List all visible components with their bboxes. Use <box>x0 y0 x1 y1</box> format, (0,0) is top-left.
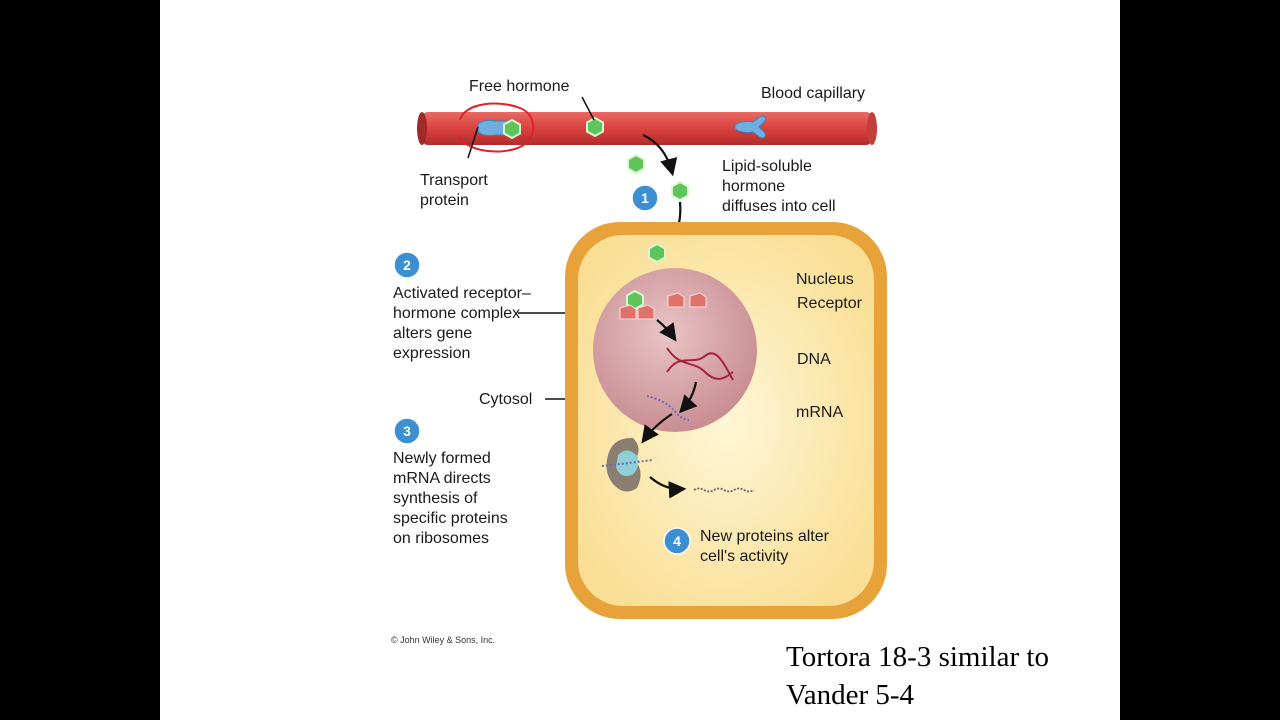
step-4: 4 <box>663 527 691 555</box>
arrow-to-protein <box>649 476 687 499</box>
newly-formed-label: Newly formed mRNA directs synthesis of s… <box>393 450 508 547</box>
transport-protein-label: Transport protein <box>420 172 488 209</box>
dna-helix <box>666 347 734 381</box>
svg-text:2: 2 <box>403 257 411 273</box>
svg-text:4: 4 <box>673 533 681 549</box>
copyright-text: © John Wiley & Sons, Inc. <box>391 635 496 645</box>
arrow-to-ribosome <box>641 413 673 444</box>
step-2: 2 <box>393 251 421 279</box>
arrow-to-dna <box>656 319 677 342</box>
hormone-molecule <box>648 242 666 264</box>
free-hormone-molecule <box>586 116 604 138</box>
dna-label: DNA <box>797 351 831 368</box>
hormone-molecule <box>503 118 521 140</box>
arrow-diffusion-1 <box>642 133 678 177</box>
free-hormone-label: Free hormone <box>469 78 570 95</box>
lipid-soluble-label: Lipid-soluble hormone diffuses into cell <box>722 158 836 215</box>
hormone-molecule <box>671 180 689 202</box>
nucleus <box>593 268 757 432</box>
transport-protein-bound <box>477 118 521 140</box>
receptor <box>667 292 707 308</box>
slide: 1 2 3 4 Free hormone Blood capillary Tra… <box>160 0 1120 720</box>
svg-text:1: 1 <box>641 190 649 206</box>
mrna-label: mRNA <box>796 404 844 421</box>
reference-text: Tortora 18-3 similar to Vander 5-4 <box>786 641 1049 711</box>
arrow-to-mrna <box>679 381 698 414</box>
nucleus-label: Nucleus <box>796 271 854 288</box>
receptor-label: Receptor <box>797 295 862 312</box>
activated-complex-label: Activated receptor– hormone complex alte… <box>393 285 531 362</box>
mrna-strand <box>646 395 690 421</box>
step-1: 1 <box>631 184 659 212</box>
blood-capillary-label: Blood capillary <box>761 85 866 102</box>
step-3: 3 <box>393 417 421 445</box>
hormone-action-diagram: 1 2 3 4 <box>393 96 887 619</box>
receptor-hormone-complex <box>619 289 655 320</box>
transport-protein-empty <box>734 115 766 139</box>
annotation-circle <box>457 102 535 153</box>
hormone-molecule <box>627 153 645 175</box>
new-proteins-label: New proteins alter cell's activity <box>700 528 829 565</box>
svg-text:3: 3 <box>403 423 411 439</box>
cytosol-label: Cytosol <box>479 391 533 408</box>
ribosome <box>601 437 653 492</box>
